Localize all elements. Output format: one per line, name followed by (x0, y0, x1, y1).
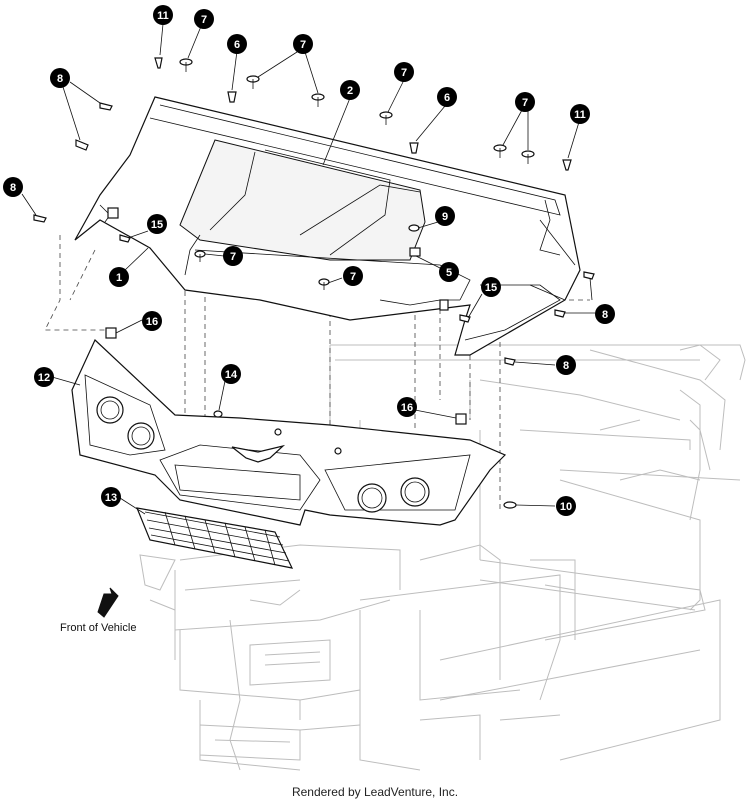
svg-text:9: 9 (442, 211, 448, 223)
svg-text:8: 8 (563, 360, 569, 372)
svg-text:1: 1 (116, 272, 122, 284)
leader-lines (21, 18, 595, 515)
callout-11: 11 (153, 5, 173, 25)
svg-text:12: 12 (38, 372, 50, 384)
callouts: 11 7 6 7 7 6 7 11 8 2 8 15 9 7 1 7 5 15 … (3, 5, 615, 516)
callout-7: 7 (343, 266, 363, 286)
callout-8: 8 (595, 304, 615, 324)
callout-14: 14 (221, 364, 241, 384)
front-arrow-icon (97, 587, 119, 618)
callout-16: 16 (142, 311, 162, 331)
callout-5: 5 (439, 262, 459, 282)
callout-10: 10 (556, 496, 576, 516)
callout-11: 11 (570, 104, 590, 124)
callout-15: 15 (481, 277, 501, 297)
callout-8: 8 (556, 355, 576, 375)
callout-7: 7 (194, 9, 214, 29)
svg-text:2: 2 (347, 85, 353, 97)
svg-text:6: 6 (444, 92, 450, 104)
svg-text:11: 11 (574, 109, 586, 121)
callout-1: 1 (109, 267, 129, 287)
svg-text:7: 7 (230, 251, 236, 263)
svg-text:8: 8 (10, 182, 16, 194)
svg-text:11: 11 (157, 10, 169, 22)
front-of-vehicle-label: Front of Vehicle (60, 622, 137, 634)
svg-text:15: 15 (485, 282, 497, 294)
callout-12: 12 (34, 367, 54, 387)
callout-7: 7 (223, 246, 243, 266)
svg-text:16: 16 (146, 316, 158, 328)
callout-6: 6 (437, 87, 457, 107)
callout-15: 15 (147, 214, 167, 234)
svg-text:8: 8 (602, 309, 608, 321)
svg-text:13: 13 (105, 492, 117, 504)
front-fascia (71, 338, 507, 526)
brand-emblem (231, 444, 286, 463)
hood-panel (74, 96, 581, 356)
callout-9: 9 (435, 206, 455, 226)
svg-text:15: 15 (151, 219, 163, 231)
callout-2: 2 (340, 80, 360, 100)
svg-text:7: 7 (401, 67, 407, 79)
chassis-frame (139, 344, 746, 771)
callout-6: 6 (227, 34, 247, 54)
svg-text:10: 10 (560, 501, 572, 513)
callout-7: 7 (515, 92, 535, 112)
callout-7: 7 (394, 62, 414, 82)
svg-text:7: 7 (300, 39, 306, 51)
callout-8: 8 (50, 68, 70, 88)
svg-text:7: 7 (350, 271, 356, 283)
svg-text:6: 6 (234, 39, 240, 51)
callout-13: 13 (101, 487, 121, 507)
grille (136, 507, 294, 569)
svg-text:7: 7 (201, 14, 207, 26)
callout-8: 8 (3, 177, 23, 197)
svg-text:5: 5 (446, 267, 452, 279)
svg-text:7: 7 (522, 97, 528, 109)
svg-text:14: 14 (225, 369, 238, 381)
svg-text:16: 16 (401, 402, 413, 414)
credit-footer: Rendered by LeadVenture, Inc. (291, 785, 459, 799)
callout-16: 16 (397, 397, 417, 417)
callout-7: 7 (293, 34, 313, 54)
svg-text:8: 8 (57, 73, 63, 85)
